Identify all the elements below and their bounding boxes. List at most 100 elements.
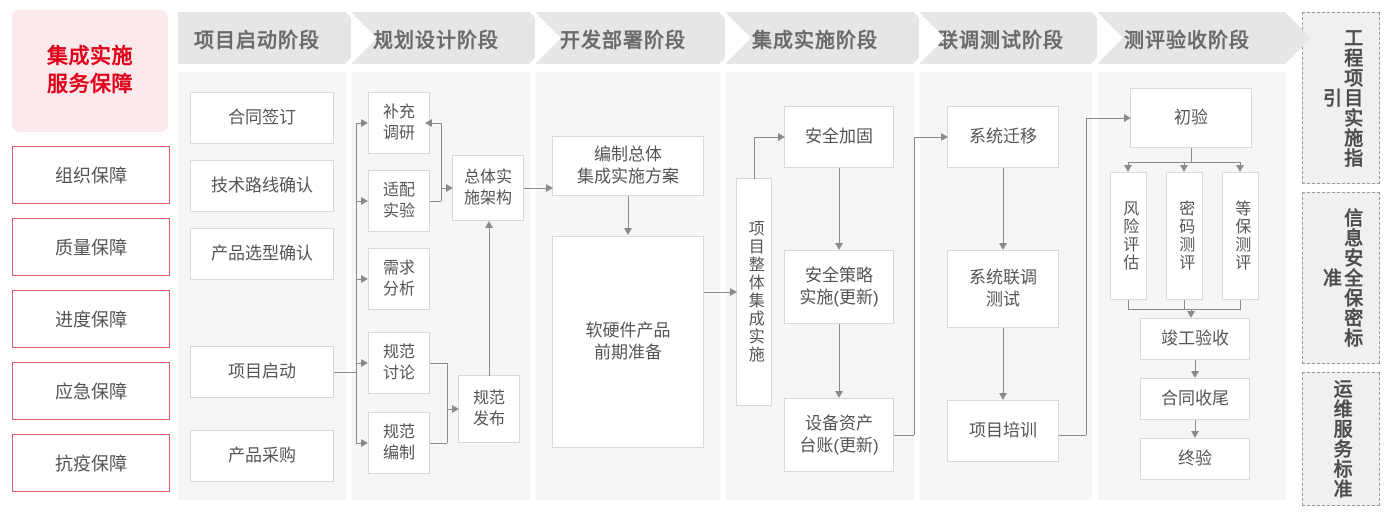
node-cryptography-evaluation[interactable]: 密码测评 bbox=[1166, 172, 1203, 300]
standard-card-ops-service[interactable]: 运维服务标准 bbox=[1302, 372, 1380, 506]
connector-integration-to-hardening bbox=[754, 137, 778, 138]
node-requirement-analysis[interactable]: 需求分析 bbox=[368, 248, 430, 310]
stage-header-3[interactable]: 开发部署阶段 bbox=[535, 12, 745, 64]
guarantee-item-epidemic[interactable]: 抗疫保障 bbox=[12, 434, 170, 492]
connector-merge-to-spec-release bbox=[447, 409, 452, 410]
stage-header-4[interactable]: 集成实施阶段 bbox=[725, 12, 939, 64]
guarantee-item-quality[interactable]: 质量保障 bbox=[12, 218, 170, 276]
node-requirement-analysis-l2: 分析 bbox=[382, 281, 415, 298]
connector-stage2-trunk bbox=[356, 123, 357, 443]
node-contract-closeout[interactable]: 合同收尾 bbox=[1140, 378, 1250, 420]
stage-header-4-label: 集成实施阶段 bbox=[752, 29, 878, 52]
node-asset-ledger[interactable]: 设备资产台账(更新) bbox=[784, 398, 894, 472]
node-completion-acceptance[interactable]: 竣工验收 bbox=[1140, 318, 1250, 360]
node-hw-sw-prep-l1: 软硬件产品 bbox=[585, 320, 671, 340]
arrow-down-to-final-acceptance bbox=[1191, 431, 1199, 438]
stage-header-5[interactable]: 联调测试阶段 bbox=[919, 12, 1117, 64]
connector-plan-to-prep bbox=[628, 196, 629, 228]
hero-line-1: 集成实施 bbox=[47, 45, 133, 69]
connector-research-merge-v bbox=[441, 123, 442, 201]
connector-trunk-to-adaptation bbox=[356, 201, 361, 202]
node-project-kickoff[interactable]: 项目启动 bbox=[190, 346, 334, 398]
arrow-to-preliminary-acceptance bbox=[1124, 114, 1131, 122]
node-project-training[interactable]: 项目培训 bbox=[947, 400, 1059, 462]
node-security-policy-implementation[interactable]: 安全策略实施(更新) bbox=[784, 250, 894, 324]
node-overall-project-integration[interactable]: 项目整体集成实施 bbox=[736, 178, 772, 406]
connector-ledger-up bbox=[914, 137, 915, 435]
node-supplementary-research[interactable]: 补充调研 bbox=[368, 92, 430, 154]
node-spec-release-l1: 规范 bbox=[472, 389, 505, 407]
arrow-to-spec-drafting bbox=[361, 439, 368, 447]
arrow-down-to-mlps-evaluation bbox=[1236, 165, 1244, 172]
stage-header-5-label: 联调测试阶段 bbox=[938, 29, 1064, 52]
node-preliminary-acceptance[interactable]: 初验 bbox=[1130, 88, 1252, 148]
stage-header-6-label: 测评验收阶段 bbox=[1124, 29, 1250, 52]
node-adaptation-experiment[interactable]: 适配实验 bbox=[368, 170, 430, 232]
node-security-policy-l1: 安全策略 bbox=[804, 265, 873, 285]
node-asset-ledger-l2: 台账(更新) bbox=[799, 436, 879, 455]
standard-card-infosec-confidentiality[interactable]: 信息安全保密标准 bbox=[1302, 192, 1380, 364]
arrow-to-adaptation-experiment bbox=[361, 197, 368, 205]
arrow-back-to-research bbox=[425, 119, 432, 127]
node-spec-discussion-l2: 讨论 bbox=[382, 365, 415, 382]
node-contract-signing[interactable]: 合同签订 bbox=[190, 92, 334, 144]
node-risk-assessment[interactable]: 风险评估 bbox=[1110, 172, 1147, 300]
node-spec-drafting[interactable]: 规范编制 bbox=[368, 412, 430, 474]
node-final-acceptance[interactable]: 终验 bbox=[1140, 438, 1250, 480]
connector-prep-to-integration bbox=[704, 292, 730, 293]
node-product-selection[interactable]: 产品选型确认 bbox=[190, 228, 334, 280]
connector-training-right bbox=[1059, 435, 1086, 436]
node-asset-ledger-l1: 设备资产 bbox=[804, 413, 873, 433]
stage-header-3-label: 开发部署阶段 bbox=[560, 29, 686, 52]
node-supplementary-research-l1: 补充 bbox=[382, 103, 415, 121]
arrow-to-supplementary-research bbox=[361, 119, 368, 127]
connector-arch-to-plan bbox=[524, 188, 546, 189]
connector-risk-down bbox=[1128, 300, 1129, 309]
connector-policy-to-ledger bbox=[839, 324, 840, 391]
stage-header-1-label: 项目启动阶段 bbox=[194, 29, 320, 52]
node-adaptation-experiment-l2: 实验 bbox=[382, 203, 415, 220]
node-product-purchase[interactable]: 产品采购 bbox=[190, 430, 334, 482]
node-mlps-evaluation[interactable]: 等保测评 bbox=[1222, 172, 1259, 300]
guarantee-panel: 集成实施 服务保障 组织保障 质量保障 进度保障 应急保障 抗疫保障 bbox=[12, 10, 170, 506]
node-compile-integration-plan[interactable]: 编制总体集成实施方案 bbox=[552, 136, 704, 196]
guarantee-item-schedule[interactable]: 进度保障 bbox=[12, 290, 170, 348]
stage-header-2[interactable]: 规划设计阶段 bbox=[351, 12, 555, 64]
node-overall-implementation-architecture[interactable]: 总体实施架构 bbox=[452, 155, 524, 221]
node-system-joint-test[interactable]: 系统联调测试 bbox=[947, 250, 1059, 328]
guarantee-item-emergency[interactable]: 应急保障 bbox=[12, 362, 170, 420]
arrow-to-system-migration bbox=[941, 133, 948, 141]
connector-spec-release-to-arch bbox=[489, 228, 490, 376]
node-spec-discussion[interactable]: 规范讨论 bbox=[368, 332, 430, 394]
node-tech-route-confirm[interactable]: 技术路线确认 bbox=[190, 160, 334, 212]
arrow-to-overall-integration bbox=[730, 288, 737, 296]
node-overall-arch-l1: 总体实 bbox=[463, 168, 512, 186]
node-compile-plan-l1: 编制总体 bbox=[594, 144, 662, 164]
stage-header-6[interactable]: 测评验收阶段 bbox=[1097, 12, 1311, 64]
connector-fanin-to-completion bbox=[1191, 309, 1192, 311]
standard-label-infosec-confidentiality: 信息安全保密标准 bbox=[1320, 208, 1363, 348]
stage-header-2-label: 规划设计阶段 bbox=[373, 29, 499, 52]
stage-header-1[interactable]: 项目启动阶段 bbox=[178, 12, 371, 64]
connector-adaptation-merge-h bbox=[430, 201, 441, 202]
arrow-down-to-system-joint-test bbox=[999, 243, 1007, 250]
connector-ledger-right bbox=[894, 435, 914, 436]
node-system-migration[interactable]: 系统迁移 bbox=[947, 106, 1059, 168]
connector-trunk-to-research bbox=[356, 123, 361, 124]
node-security-policy-l2: 实施(更新) bbox=[799, 288, 879, 307]
connector-spec-merge-v bbox=[447, 363, 448, 443]
connector-fanout-risk-v bbox=[1128, 162, 1129, 165]
node-adaptation-experiment-l1: 适配 bbox=[382, 181, 415, 199]
node-spec-release[interactable]: 规范发布 bbox=[458, 375, 520, 443]
standard-card-engineering-guideline[interactable]: 工程项目实施指引 bbox=[1302, 12, 1380, 184]
connector-spec-drafting-merge-h bbox=[430, 443, 447, 444]
node-hw-sw-preparation[interactable]: 软硬件产品前期准备 bbox=[552, 236, 704, 448]
node-system-joint-test-l1: 系统联调 bbox=[969, 267, 1037, 287]
node-security-hardening[interactable]: 安全加固 bbox=[784, 106, 894, 168]
arrow-down-to-completion-acceptance bbox=[1187, 311, 1195, 318]
arrow-to-requirement-analysis bbox=[361, 275, 368, 283]
node-spec-drafting-l2: 编制 bbox=[382, 445, 415, 462]
connector-kickoff-trunk bbox=[334, 372, 356, 373]
guarantee-item-organization[interactable]: 组织保障 bbox=[12, 146, 170, 204]
